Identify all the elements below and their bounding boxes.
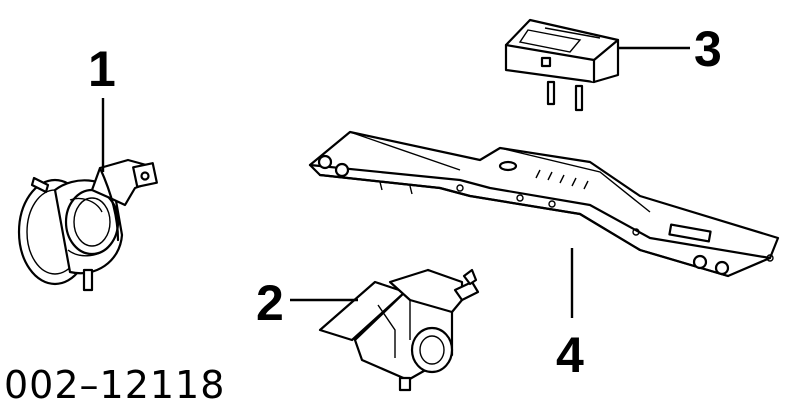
part-number-label: 002–12118 — [4, 363, 226, 407]
callout-3: 3 — [694, 21, 722, 77]
bracket-part-3 — [504, 18, 620, 112]
engine-mount-part-1 — [17, 158, 158, 292]
callout-1: 1 — [88, 41, 116, 97]
callout-2: 2 — [256, 275, 284, 331]
crossmember-part-4 — [308, 130, 780, 278]
callout-4: 4 — [556, 327, 584, 383]
transmission-mount-part-2 — [318, 268, 480, 392]
